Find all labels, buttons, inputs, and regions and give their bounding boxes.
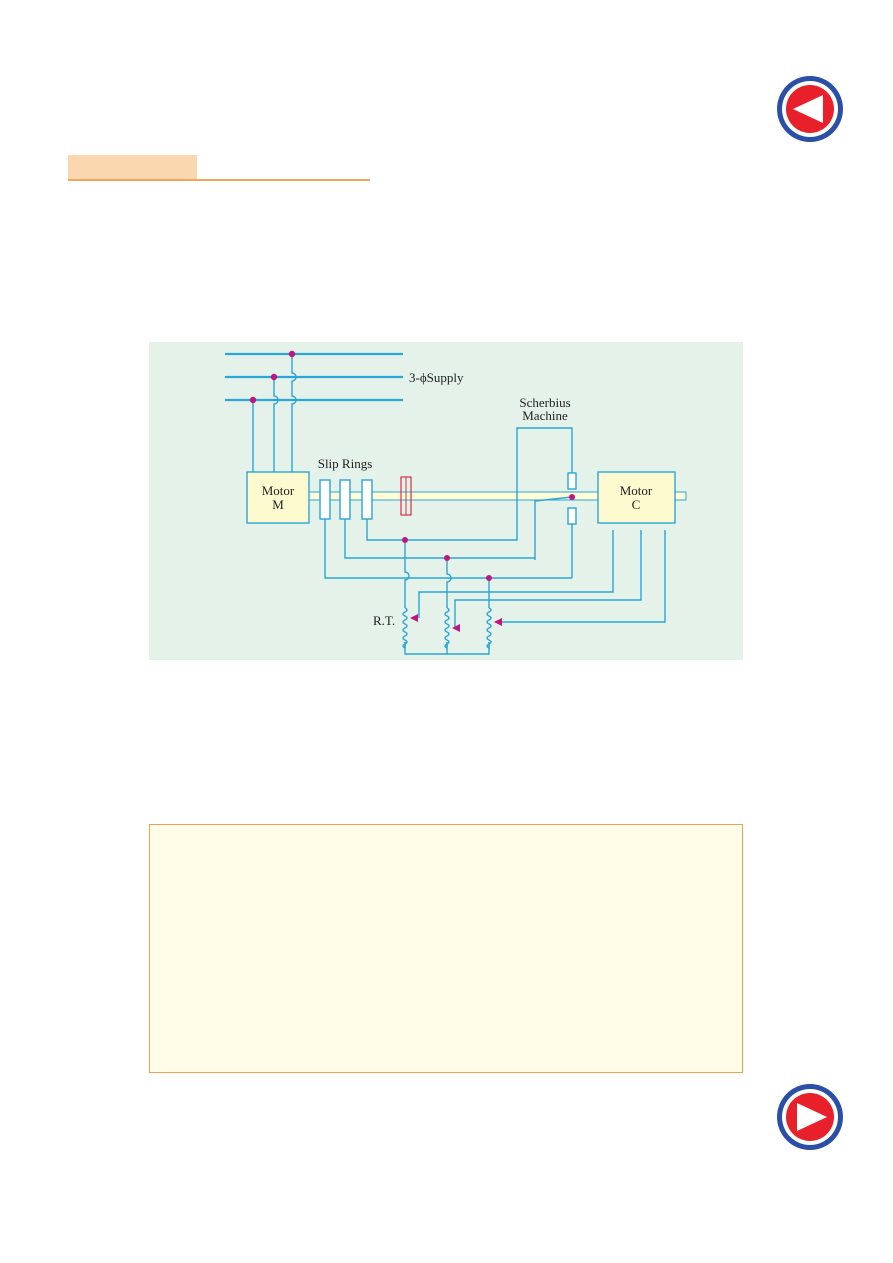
previous-page-button[interactable] bbox=[777, 76, 843, 142]
scherbius-label-line1: Scherbius bbox=[519, 395, 570, 410]
next-page-button[interactable] bbox=[777, 1084, 843, 1150]
circuit-diagram: 3-ϕSupply Scherbius Machine Slip Rings M… bbox=[225, 350, 687, 655]
motor-m-label-line1: Motor bbox=[262, 483, 295, 498]
note-box bbox=[149, 824, 743, 1073]
scherbius-label-line2: Machine bbox=[522, 408, 568, 423]
wiring bbox=[225, 352, 687, 655]
triangle-right-icon bbox=[797, 1103, 827, 1131]
motor-c-label-line2: C bbox=[632, 497, 641, 512]
rt-label: R.T. bbox=[373, 613, 395, 628]
section-heading-rule bbox=[68, 179, 370, 181]
coupling bbox=[400, 476, 412, 516]
triangle-left-icon bbox=[793, 95, 823, 123]
tap-arrows bbox=[410, 614, 502, 632]
motor-m-label-line2: M bbox=[272, 497, 284, 512]
supply-label: 3-ϕSupply bbox=[409, 370, 464, 385]
slip-rings-label: Slip Rings bbox=[318, 456, 373, 471]
section-heading-tab bbox=[68, 155, 197, 179]
motor-c-label-line1: Motor bbox=[620, 483, 653, 498]
junction-dots bbox=[249, 350, 575, 581]
circuit-diagram-panel: 3-ϕSupply Scherbius Machine Slip Rings M… bbox=[149, 342, 743, 660]
